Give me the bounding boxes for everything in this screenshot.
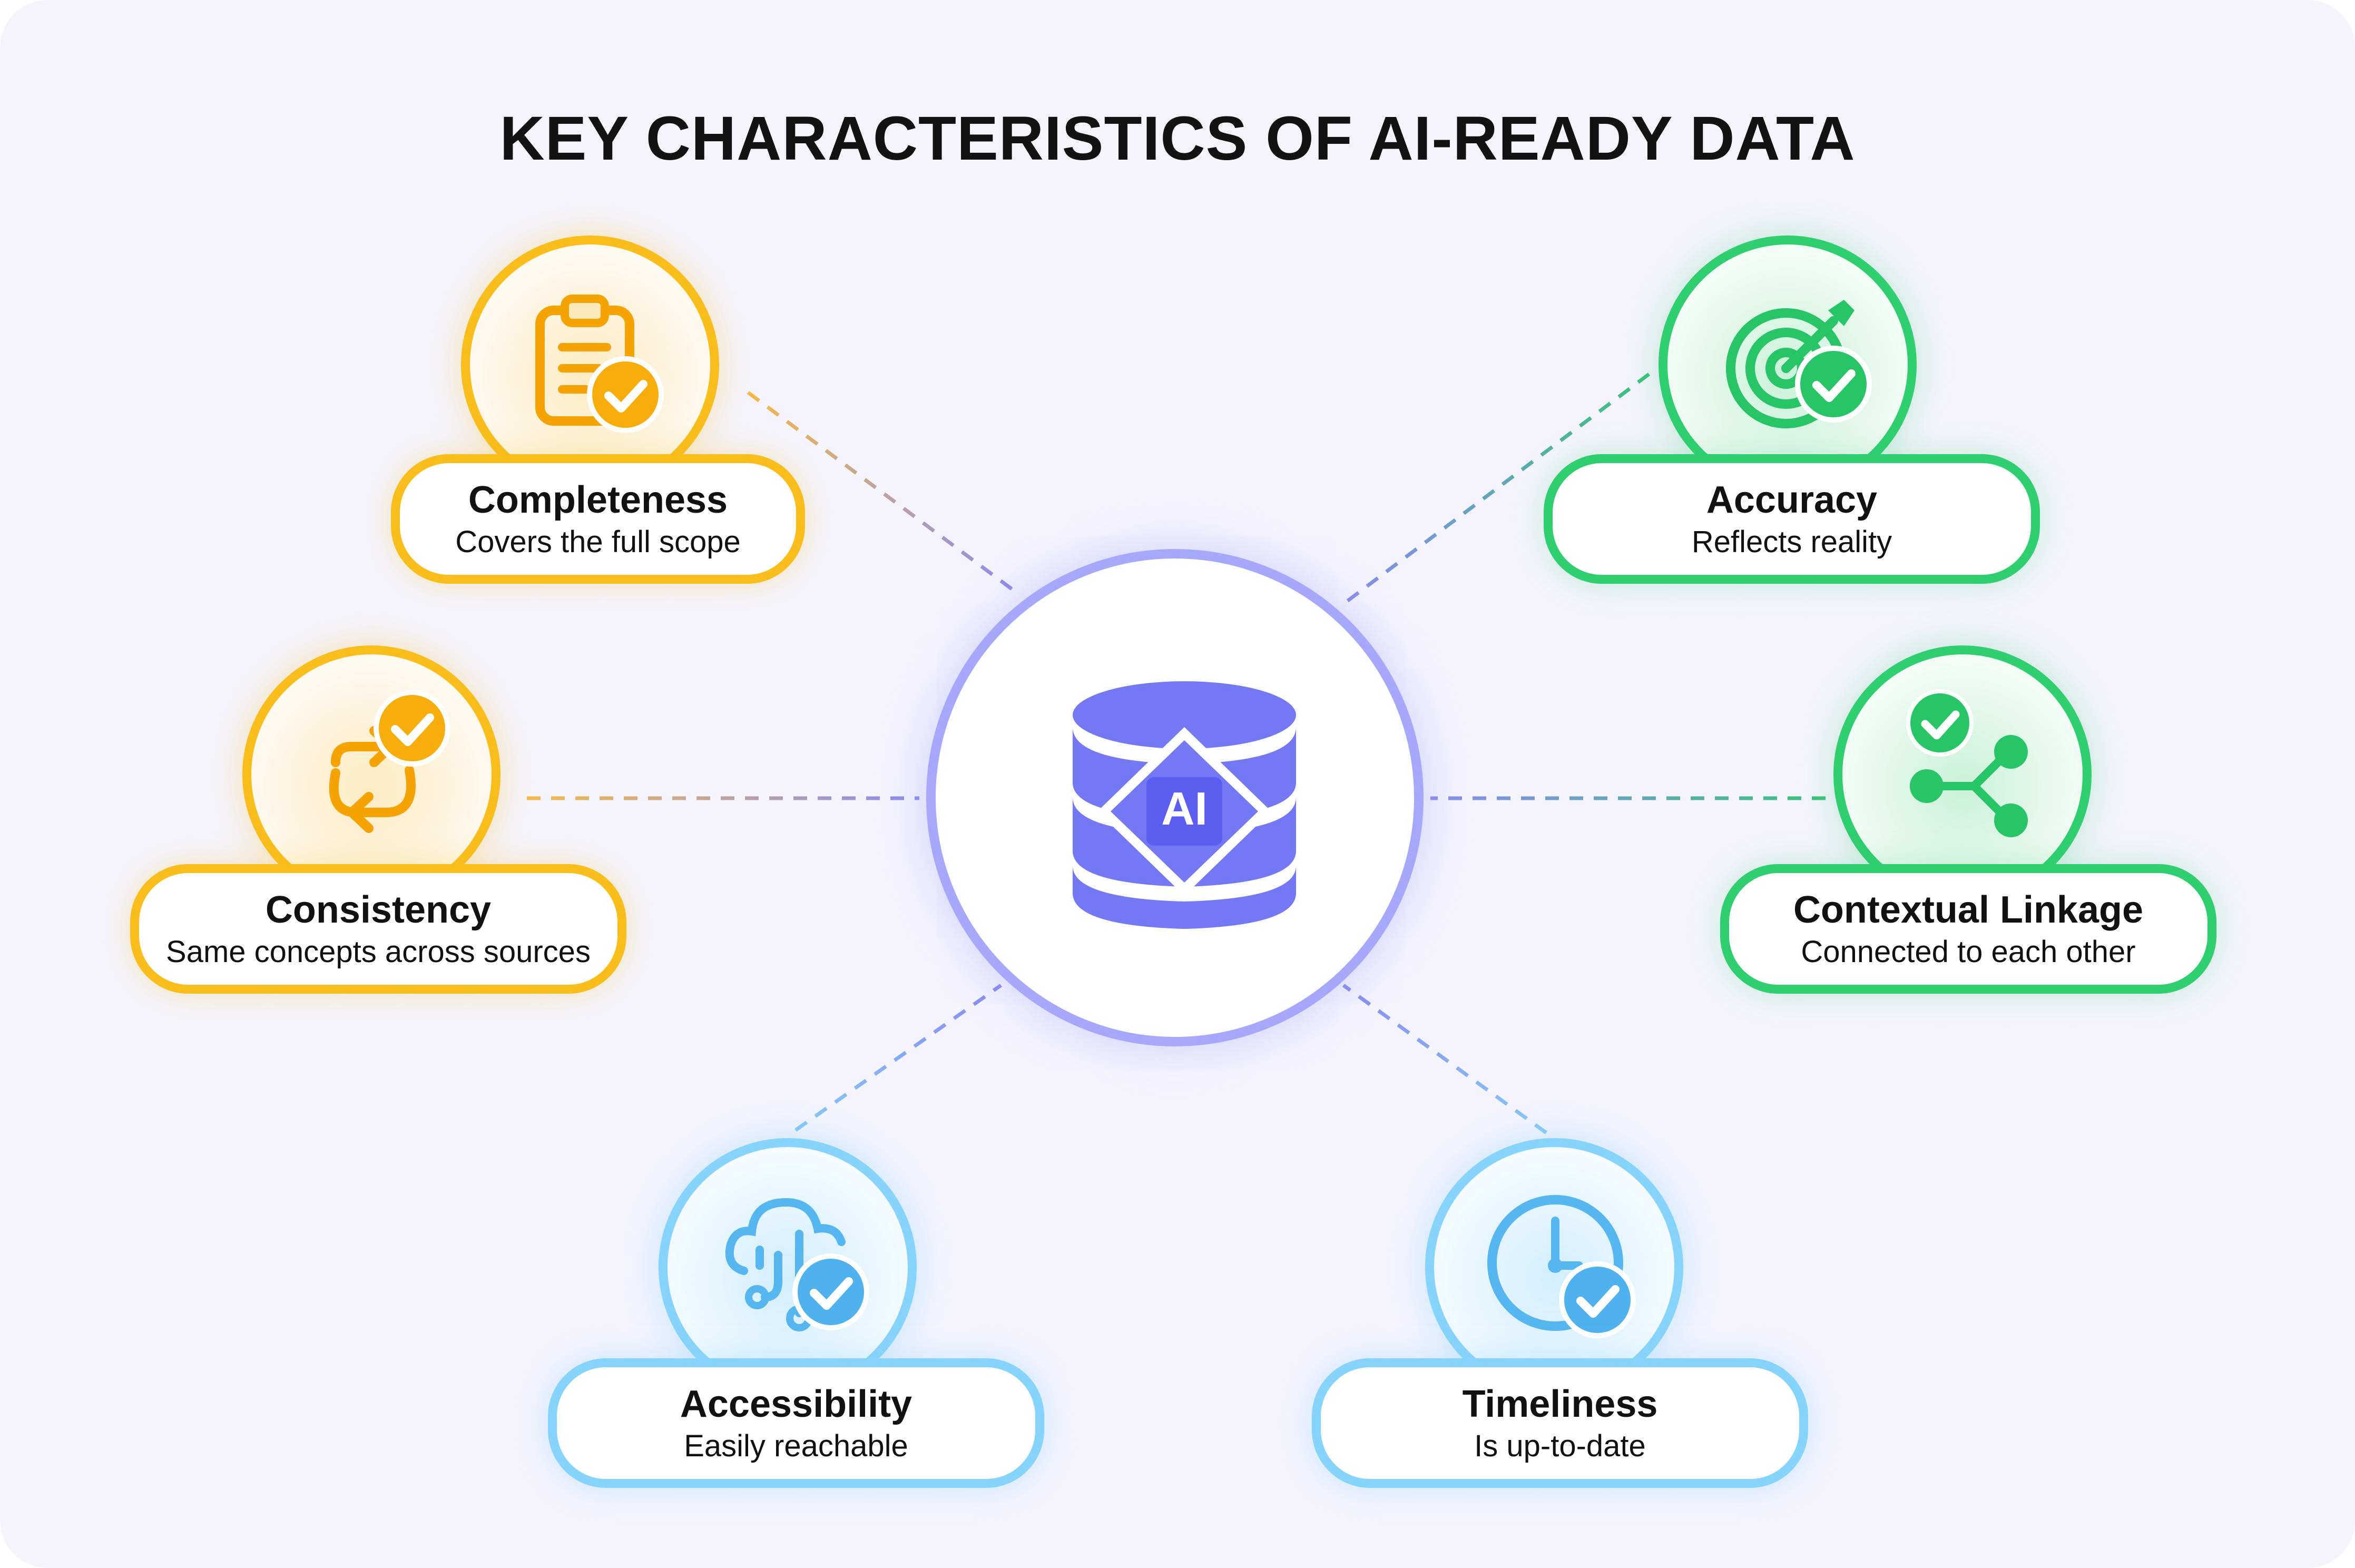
- timeliness-icon-circle: [1425, 1138, 1683, 1396]
- accessibility-title: Accessibility: [680, 1383, 912, 1425]
- consistency-description: Same concepts across sources: [166, 935, 591, 969]
- cloud-network-check-icon: [725, 1198, 869, 1331]
- link-accessibility: [794, 984, 1003, 1132]
- consistency-title: Consistency: [265, 889, 492, 931]
- sync-arrows-check-icon: [329, 690, 450, 833]
- timeliness-title: Timeliness: [1462, 1383, 1658, 1425]
- accuracy-icon-circle: [1659, 236, 1917, 494]
- ai-data-hub: AI: [926, 549, 1424, 1046]
- clipboard-check-icon: [535, 295, 664, 433]
- hub-ai-label: AI: [1161, 782, 1208, 835]
- clock-check-icon: [1487, 1195, 1636, 1338]
- contextual-linkage-title: Contextual Linkage: [1793, 889, 2144, 931]
- accuracy-title: Accuracy: [1706, 479, 1878, 521]
- accuracy-card: Accuracy Reflects reality: [1544, 454, 2040, 584]
- link-timeliness: [1342, 984, 1548, 1134]
- contextual-linkage-card: Contextual Linkage Connected to each oth…: [1720, 864, 2216, 994]
- timeliness-description: Is up-to-date: [1474, 1429, 1646, 1463]
- link-completeness: [747, 391, 1018, 594]
- target-check-icon: [1726, 300, 1872, 428]
- accessibility-icon-circle: [659, 1138, 917, 1396]
- database-ai-icon: AI: [1073, 681, 1296, 929]
- accessibility-description: Easily reachable: [684, 1429, 908, 1463]
- link-accuracy: [1339, 373, 1651, 607]
- contextual-linkage-description: Connected to each other: [1801, 935, 2136, 969]
- completeness-description: Covers the full scope: [455, 525, 741, 559]
- timeliness-card: Timeliness Is up-to-date: [1312, 1358, 1808, 1488]
- completeness-card: Completeness Covers the full scope: [391, 454, 805, 584]
- page-title: KEY CHARACTERISTICS OF AI-READY DATA: [499, 104, 1856, 173]
- accessibility-card: Accessibility Easily reachable: [548, 1358, 1044, 1488]
- consistency-card: Consistency Same concepts across sources: [130, 864, 626, 994]
- completeness-title: Completeness: [468, 479, 728, 521]
- accuracy-description: Reflects reality: [1691, 525, 1892, 559]
- share-nodes-check-icon: [1906, 689, 2028, 837]
